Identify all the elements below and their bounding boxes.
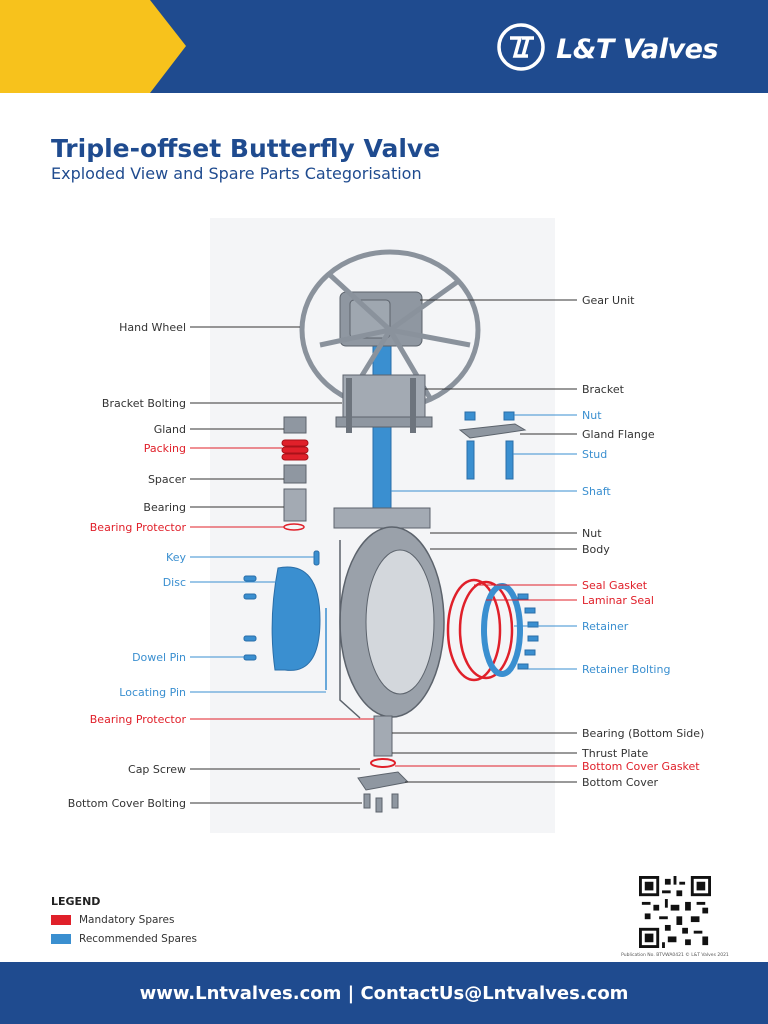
recommended-swatch — [51, 934, 71, 944]
label-disc: Disc — [163, 576, 186, 589]
label-packing: Packing — [144, 442, 186, 455]
brand-logo[interactable]: L&T Valves — [496, 22, 718, 76]
label-dowel-pin: Dowel Pin — [132, 651, 186, 664]
label-bottom-cover: Bottom Cover — [582, 776, 659, 789]
label-body: Body — [582, 543, 610, 556]
qr-code-icon[interactable] — [637, 876, 713, 948]
footer-contact[interactable]: www.Lntvalves.com | ContactUs@Lntvalves.… — [139, 982, 629, 1004]
legend-label-mandatory: Mandatory Spares — [79, 914, 175, 926]
label-bearing-protector-top: Bearing Protector — [90, 521, 187, 534]
label-nut-body: Nut — [582, 527, 602, 540]
bearing-bottom-part — [373, 715, 393, 757]
nut-top-part-1 — [464, 411, 476, 421]
brand-name: L&T Valves — [556, 33, 718, 65]
label-gland-flange: Gland Flange — [582, 428, 655, 441]
bottom-cover-bolting-parts — [363, 793, 399, 813]
key-part — [313, 550, 320, 566]
label-thrust-plate: Thrust Plate — [581, 747, 648, 760]
legend-item-mandatory: Mandatory Spares — [51, 914, 174, 926]
gland-flange-part — [458, 423, 527, 439]
disc-part — [271, 566, 321, 671]
label-bearing: Bearing — [143, 501, 186, 514]
label-bracket-bolting: Bracket Bolting — [102, 397, 186, 410]
label-gear-unit: Gear Unit — [582, 294, 635, 307]
bearing-part — [283, 488, 307, 522]
label-bearing-bottom-side: Bearing (Bottom Side) — [582, 727, 704, 740]
retainer-bolting-parts — [517, 593, 539, 670]
label-laminar-seal: Laminar Seal — [582, 594, 654, 607]
label-bracket: Bracket — [582, 383, 625, 396]
label-cap-screw: Cap Screw — [128, 763, 186, 776]
label-shaft: Shaft — [582, 485, 611, 498]
label-gland: Gland — [154, 423, 186, 436]
body-part — [333, 507, 445, 719]
publication-number: Publication No. BTVWA0421 © L&T Valves 2… — [621, 953, 729, 958]
label-bottom-cover-bolting: Bottom Cover Bolting — [68, 797, 186, 810]
leader-lines — [190, 299, 577, 804]
legend-title: LEGEND — [51, 895, 101, 908]
stud-part-2 — [505, 440, 514, 480]
label-key: Key — [166, 551, 186, 564]
label-hand-wheel: Hand Wheel — [119, 321, 186, 334]
label-nut-top: Nut — [582, 409, 602, 422]
bottom-cover-gasket-part — [370, 758, 396, 768]
bracket-part — [335, 374, 433, 433]
mandatory-swatch — [51, 915, 71, 925]
stud-part-1 — [466, 440, 475, 480]
nut-top-part-2 — [503, 411, 515, 421]
seal-gasket-part — [446, 578, 502, 682]
legend-label-recommended: Recommended Spares — [79, 933, 197, 945]
retainer-part — [481, 583, 523, 677]
page-subtitle: Exploded View and Spare Parts Categorisa… — [51, 164, 422, 183]
label-bottom-cover-gasket: Bottom Cover Gasket — [582, 760, 700, 773]
lt-logo-icon — [496, 22, 546, 76]
legend-item-recommended: Recommended Spares — [51, 933, 197, 945]
label-seal-gasket: Seal Gasket — [582, 579, 648, 592]
label-retainer: Retainer — [582, 620, 629, 633]
header-bar: L&T Valves — [0, 0, 768, 93]
label-locating-pin: Locating Pin — [119, 686, 186, 699]
dowel-pin-parts — [243, 575, 257, 661]
label-bearing-protector-bottom: Bearing Protector — [90, 713, 187, 726]
packing-part — [281, 439, 309, 461]
gland-part — [283, 416, 307, 434]
label-stud: Stud — [582, 448, 607, 461]
footer-bar: www.Lntvalves.com | ContactUs@Lntvalves.… — [0, 962, 768, 1024]
page-title: Triple-offset Butterfly Valve — [51, 134, 441, 163]
label-spacer: Spacer — [148, 473, 187, 486]
label-retainer-bolting: Retainer Bolting — [582, 663, 670, 676]
spacer-part — [283, 464, 307, 484]
laminar-seal-part — [458, 580, 514, 680]
header-accent-shape — [0, 0, 186, 93]
